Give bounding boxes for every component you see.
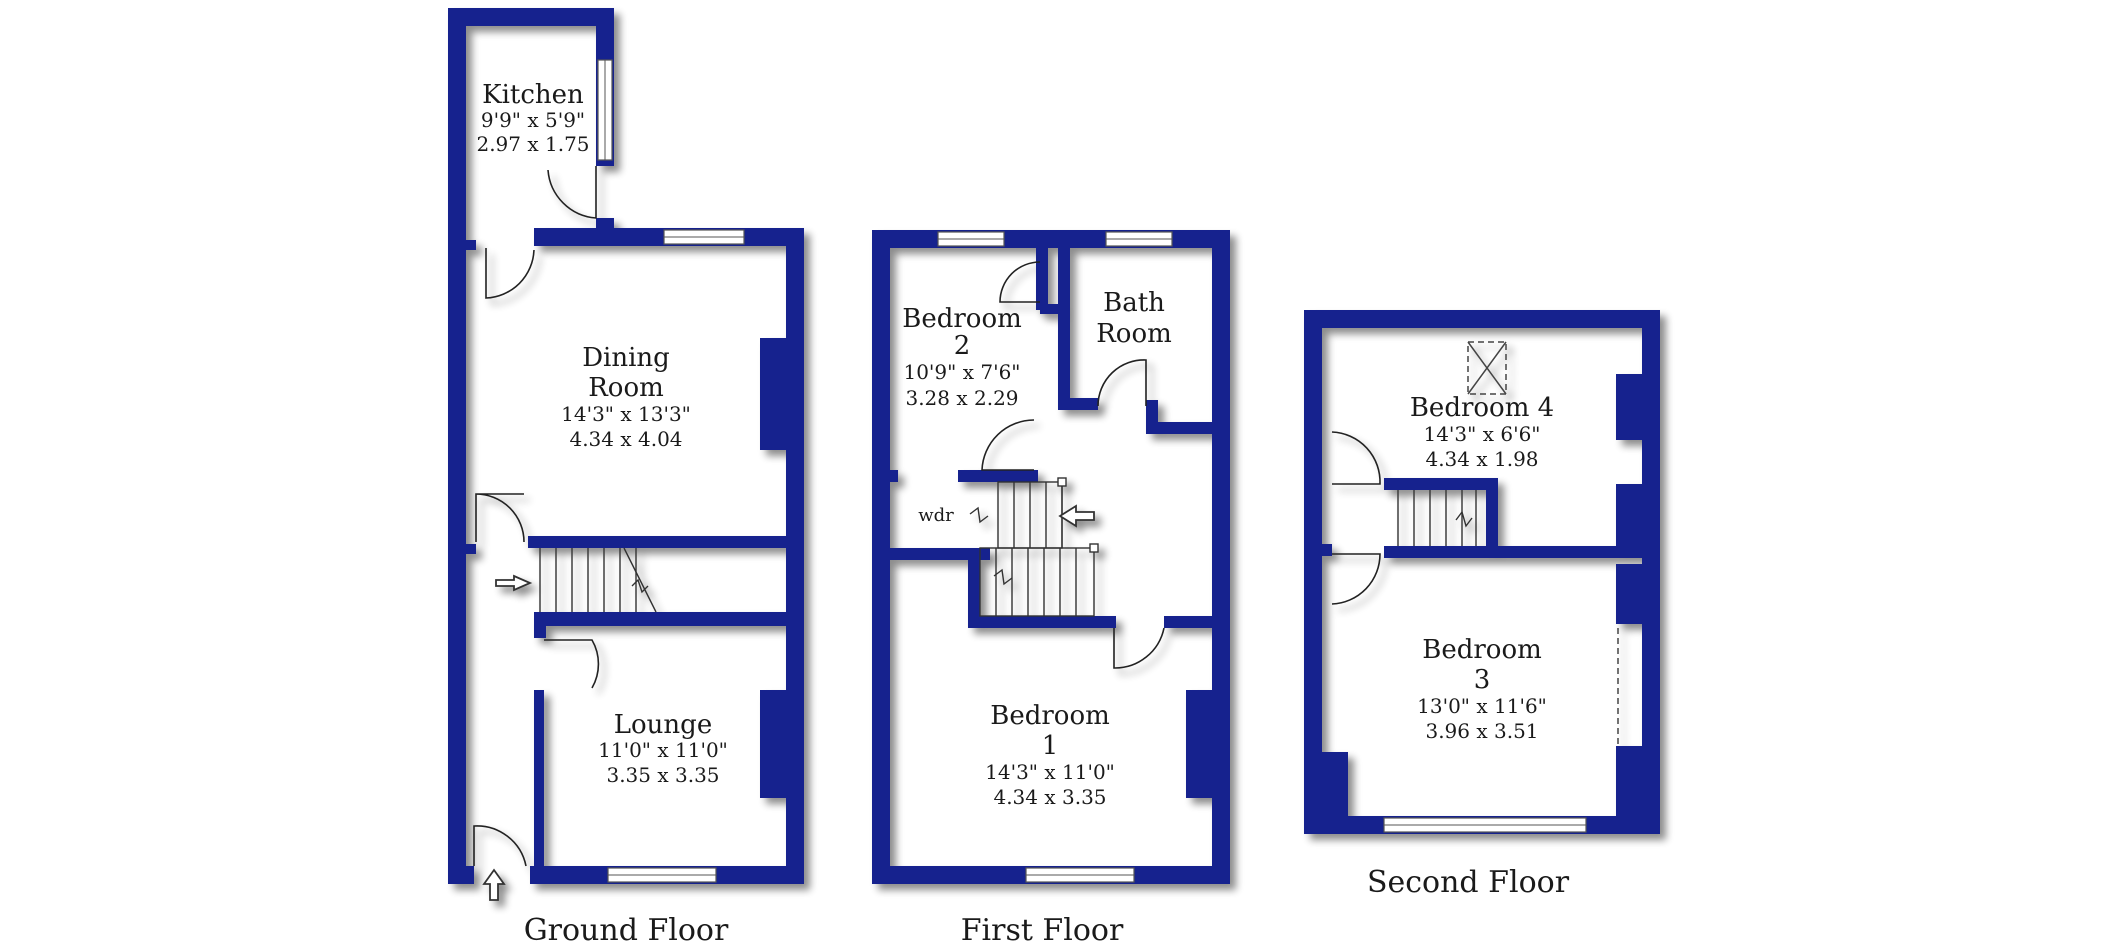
svg-text:13'0" x 11'6": 13'0" x 11'6": [1417, 694, 1547, 718]
svg-text:Bedroom 4: Bedroom 4: [1410, 393, 1554, 423]
svg-text:14'3" x 6'6": 14'3" x 6'6": [1423, 422, 1540, 446]
svg-text:3: 3: [1474, 665, 1491, 695]
second-floor-stairs: [1397, 490, 1477, 546]
svg-text:3.35 x 3.35: 3.35 x 3.35: [606, 763, 719, 787]
first-floor-doors: [981, 261, 1165, 669]
ground-floor-walls: [448, 8, 804, 884]
second-floor-label: Second Floor: [1367, 865, 1570, 900]
svg-text:2.97 x 1.75: 2.97 x 1.75: [476, 132, 589, 156]
svg-text:10'9" x 7'6": 10'9" x 7'6": [903, 360, 1020, 384]
bedroom-2-label: Bedroom 2 10'9" x 7'6" 3.28 x 2.29: [902, 304, 1022, 410]
dining-room-label: Dining Room 14'3" x 13'3" 4.34 x 4.04: [561, 343, 691, 451]
bedroom-3-label: Bedroom 3 13'0" x 11'6" 3.96 x 3.51: [1417, 635, 1547, 743]
svg-text:3.28 x 2.29: 3.28 x 2.29: [905, 386, 1018, 410]
bathroom-label: Bath Room: [1096, 288, 1172, 349]
svg-text:Room: Room: [588, 373, 664, 403]
svg-text:4.34 x 3.35: 4.34 x 3.35: [993, 785, 1106, 809]
second-floor-windows: [1383, 817, 1587, 833]
svg-text:14'3" x 13'3": 14'3" x 13'3": [561, 402, 691, 426]
ground-floor-plan: [448, 8, 804, 901]
bedroom-1-label: Bedroom 1 14'3" x 11'0" 4.34 x 3.35: [985, 701, 1115, 809]
svg-text:Kitchen: Kitchen: [482, 80, 584, 110]
bedroom-4-label: Bedroom 4 14'3" x 6'6" 4.34 x 1.98: [1410, 393, 1554, 471]
stair-up-arrow: [495, 574, 533, 592]
svg-text:4.34 x 4.04: 4.34 x 4.04: [569, 427, 682, 451]
svg-text:Bedroom: Bedroom: [902, 304, 1022, 334]
svg-text:Lounge: Lounge: [614, 710, 712, 740]
svg-text:2: 2: [954, 331, 971, 361]
ground-floor-label: Ground Floor: [524, 913, 729, 945]
ground-floor-stairs: [539, 547, 657, 613]
first-floor-plan: [872, 230, 1230, 884]
svg-text:3.96 x 3.51: 3.96 x 3.51: [1425, 719, 1538, 743]
svg-text:Bedroom: Bedroom: [1422, 635, 1542, 665]
second-floor-walls: [1304, 310, 1660, 834]
first-floor-windows: [937, 231, 1173, 883]
first-floor-label: First Floor: [961, 913, 1124, 945]
entrance-arrow: [482, 868, 506, 901]
svg-text:Bath: Bath: [1103, 288, 1165, 318]
ground-floor-windows: [597, 59, 745, 883]
first-floor-stair-arrow: [1058, 504, 1095, 528]
svg-text:11'0" x 11'0": 11'0" x 11'0": [598, 738, 728, 762]
svg-text:1: 1: [1042, 731, 1059, 761]
svg-text:4.34 x 1.98: 4.34 x 1.98: [1425, 447, 1538, 471]
ground-floor-doors: [473, 166, 600, 867]
svg-text:14'3" x 11'0": 14'3" x 11'0": [985, 760, 1115, 784]
first-floor-walls: [872, 230, 1230, 884]
svg-text:Room: Room: [1096, 319, 1172, 349]
svg-text:Bedroom: Bedroom: [990, 701, 1110, 731]
second-floor-plan: [1304, 310, 1660, 834]
svg-text:Dining: Dining: [582, 343, 670, 373]
svg-text:9'9" x 5'9": 9'9" x 5'9": [481, 108, 585, 132]
kitchen-label: Kitchen 9'9" x 5'9" 2.97 x 1.75: [476, 80, 589, 156]
first-floor-stairs: [969, 477, 1099, 617]
second-floor-doors: [1331, 431, 1381, 605]
wardrobe-label: wdr: [918, 505, 954, 526]
roof-light-icon: [1467, 341, 1507, 395]
lounge-label: Lounge 11'0" x 11'0" 3.35 x 3.35: [598, 710, 728, 787]
